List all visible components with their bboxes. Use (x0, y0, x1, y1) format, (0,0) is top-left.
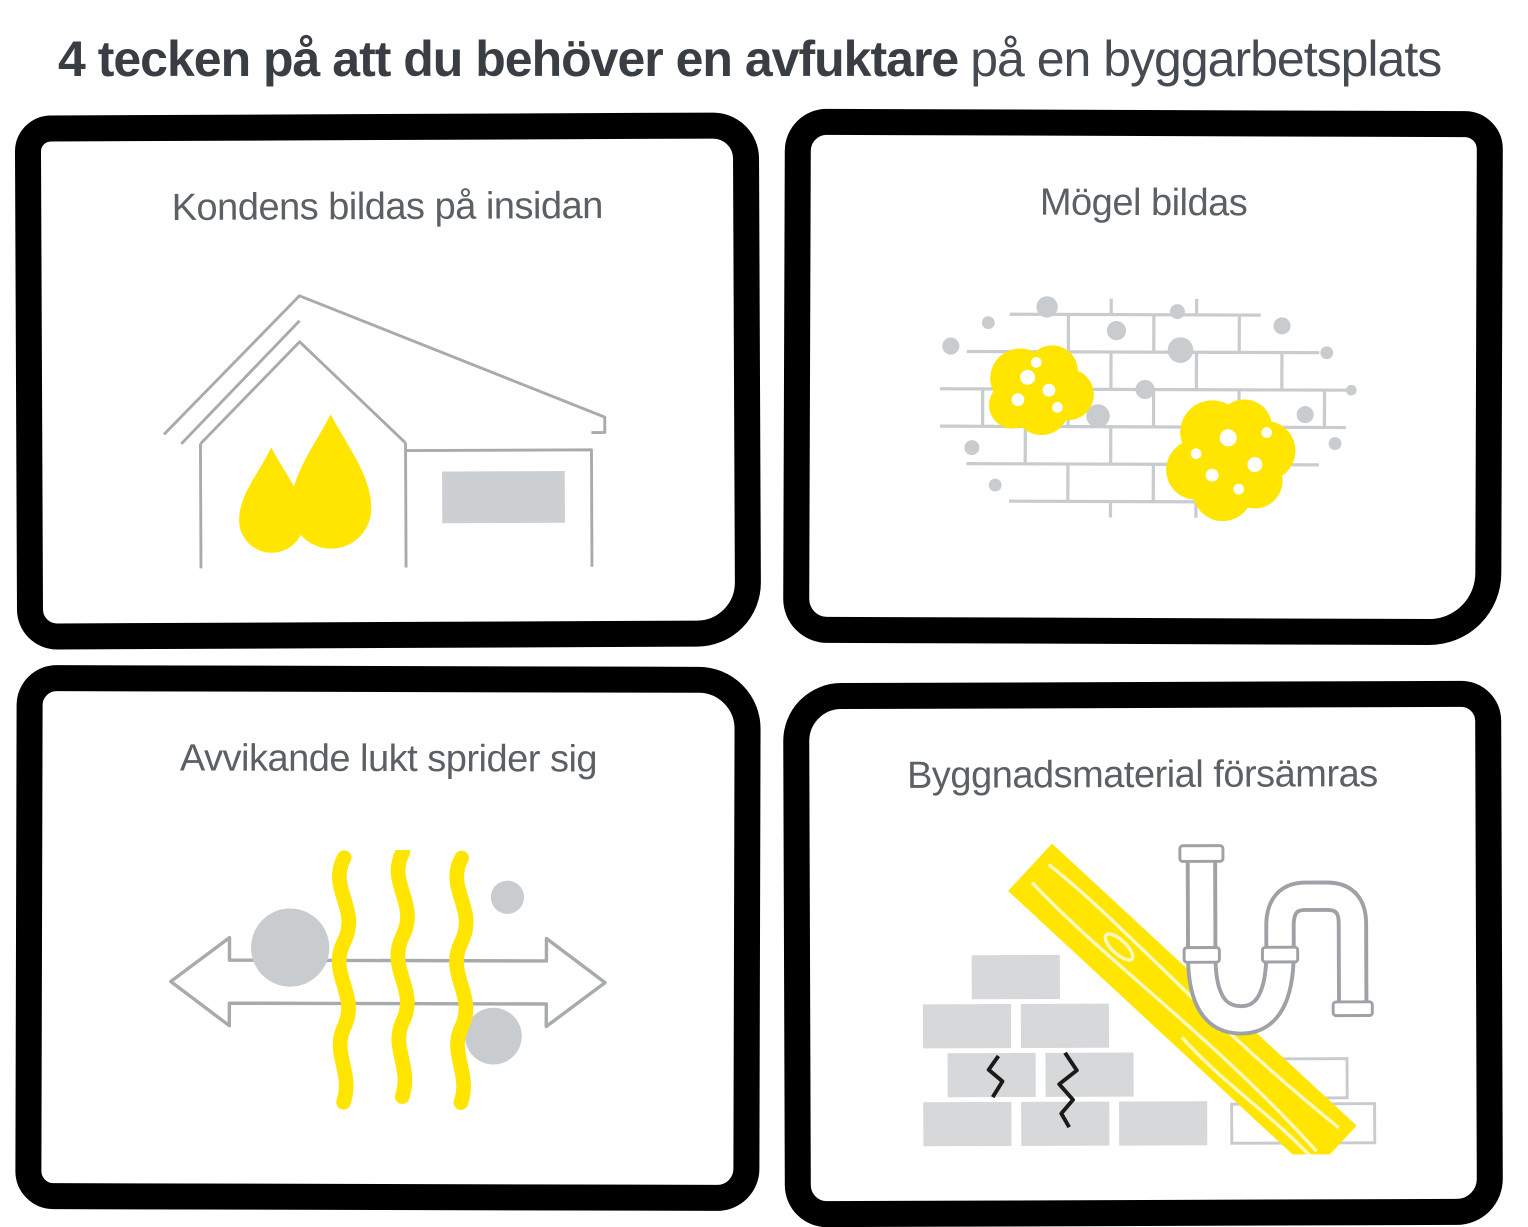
spore-dots (942, 296, 1357, 492)
crack (986, 1054, 1005, 1098)
water-drop-small (239, 447, 305, 553)
particle-dot-small (490, 881, 525, 915)
cracks (986, 1051, 1079, 1128)
panel-condensation-icon-area (41, 227, 735, 623)
drain-pipe (1178, 844, 1374, 1036)
crack (1057, 1051, 1079, 1128)
odor-waves (331, 849, 474, 1111)
water-drop-large (290, 414, 372, 549)
panel-odor-label: Avvikande lukt sprider sig (179, 737, 598, 781)
pipe-union-nut (1182, 945, 1221, 964)
page-title-regular: på en byggarbetsplats (970, 31, 1442, 87)
house-condensation-icon (162, 294, 607, 569)
mold-wall-icon (939, 296, 1357, 522)
particle-dot-medium (465, 1008, 522, 1065)
pipe-end-cap (1331, 1000, 1374, 1017)
panel-materials-icon-area (809, 796, 1476, 1201)
odor-wave (331, 850, 357, 1111)
panel-mold-label: Mögel bildas (1039, 181, 1248, 225)
odor-wave (390, 849, 415, 1105)
deteriorating-materials-icon (922, 843, 1377, 1156)
panel-condensation-label: Kondens bildas på insidan (171, 185, 603, 229)
panel-condensation: Kondens bildas på insidan (14, 112, 762, 650)
particle-dot-large (251, 908, 330, 988)
panel-materials-label: Byggnadsmaterial försämras (906, 753, 1378, 797)
mold-blob-left (989, 345, 1094, 436)
panel-grid: Kondens bildas på insidan (14, 108, 1512, 1227)
odor-wave (449, 851, 474, 1111)
water-drops (239, 414, 372, 553)
wooden-plank (1008, 843, 1357, 1156)
panel-materials: Byggnadsmaterial försämras (783, 680, 1503, 1227)
pipe-flange-top (1178, 844, 1225, 863)
odor-spread-icon (169, 849, 607, 1111)
page-title-bold: 4 tecken på att du behöver en avfuktare (58, 31, 959, 87)
brick-stack (922, 954, 1208, 1147)
pipe-union-nut (1260, 945, 1300, 964)
panel-odor-icon-area (41, 780, 734, 1185)
house-outline (162, 294, 607, 569)
double-arrow (169, 936, 607, 1029)
mold-blob-right (1166, 399, 1296, 522)
panel-mold: Mögel bildas (783, 108, 1503, 646)
particle-dots (251, 881, 525, 1065)
panel-mold-icon-area (809, 224, 1476, 619)
panel-odor: Avvikande lukt sprider sig (15, 665, 761, 1211)
garage-door (442, 470, 565, 524)
